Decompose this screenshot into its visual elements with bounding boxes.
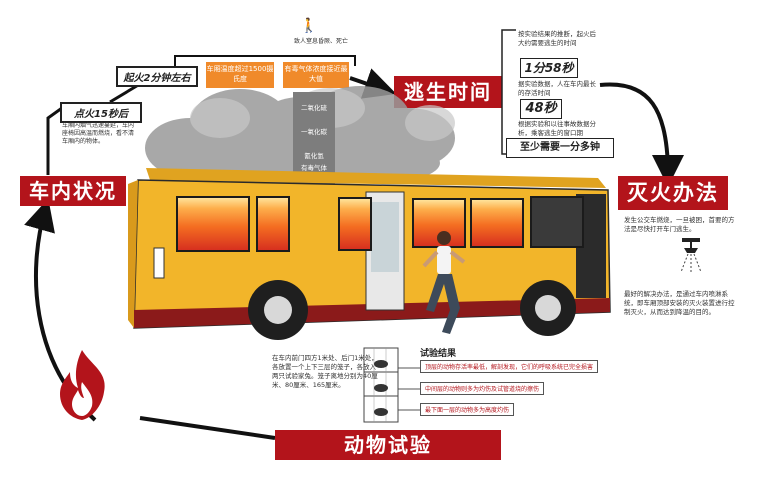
finding-middle: 中间层的动物则多为灼伤及试管道烧的擦伤 (420, 382, 545, 395)
running-person-icon (422, 231, 466, 334)
flow-arrow-escape-to-extinguish (599, 82, 684, 187)
flow-arrow-to-escape (349, 68, 397, 99)
window-fire-3 (338, 197, 372, 251)
section-title-escape-time: 逃生时间 (394, 76, 502, 108)
window-fire-2 (256, 196, 290, 252)
escape-note-1: 按实验结果的推断，起火后大约需要逃生的时间 (518, 30, 596, 47)
escape-note-3: 根据实验和以往事故数据分析，乘客逃生的窗口期 (518, 120, 596, 137)
section-title-inside-bus: 车内状况 (20, 176, 126, 206)
extinguish-note-2: 最好的解决办法，是通过车内喷淋系统，即车厢顶部安装的灭火装置进行控制灭火，从而达… (624, 290, 735, 316)
tag-ignition-2min: 起火2分钟左右 (116, 66, 198, 87)
flow-line-inside-to-15s (46, 106, 63, 175)
window-fire-1 (176, 196, 250, 252)
tag-ignition-15s: 点火15秒后 (60, 102, 142, 123)
finding-bottom: 最下面一层的动物多为高度灼伤 (420, 403, 515, 416)
note-death: 致人窒息昏厥、死亡 (293, 38, 348, 45)
flow-bracket-top (174, 55, 356, 72)
sprinkler-icon (680, 238, 702, 274)
finding-top: 顶层的动物存活率最低，解剖发现，它们的呼吸系统已完全损害 (420, 360, 599, 373)
box-toxic-gas: 有毒气体浓度接近最大值 (283, 62, 349, 88)
gas-co: 一氧化碳 (293, 126, 335, 138)
gas-hcn: 氰化氢 (293, 150, 335, 162)
falling-person-icon: 🚶 (300, 18, 318, 34)
escape-summary: 至少需要一分多钟 (506, 138, 614, 158)
flame-icon (60, 350, 105, 420)
gas-toxic: 有毒气体 (293, 162, 335, 174)
window-fire-5 (470, 198, 524, 248)
bus-illustration (128, 168, 611, 340)
note-ignition-15s: 车厢内烟气迅速蔓延，车内座椅因高温而燃烧，看不清车厢内的物体。 (62, 122, 135, 145)
escape-time-2: 48秒 (520, 99, 562, 119)
window-rear-dark (530, 196, 584, 248)
escape-note-2: 据实验数据，人在车内最长的存活时间 (518, 80, 596, 97)
escape-time-1: 1分58秒 (520, 58, 578, 78)
extinguish-note-1: 发生公交车燃烧，一旦被困，首要的方法是尽快打开车门逃生。 (624, 216, 735, 233)
escape-bracket (501, 29, 516, 155)
animal-test-setup: 在车内前门四方1米处、后门1米处，各放置一个上下三层的笼子，各放入两只试验家兔。… (272, 354, 378, 389)
section-title-extinguish: 灭火办法 (618, 176, 728, 210)
box-temperature: 车厢温度超过1500摄氏度 (206, 62, 274, 88)
cage-illustration (363, 347, 399, 423)
gas-so2: 二氧化硫 (293, 102, 335, 114)
flow-line-flame-to-animal (139, 416, 276, 440)
results-title: 试验结果 (420, 349, 457, 359)
section-title-animal-test: 动物试验 (275, 430, 501, 460)
